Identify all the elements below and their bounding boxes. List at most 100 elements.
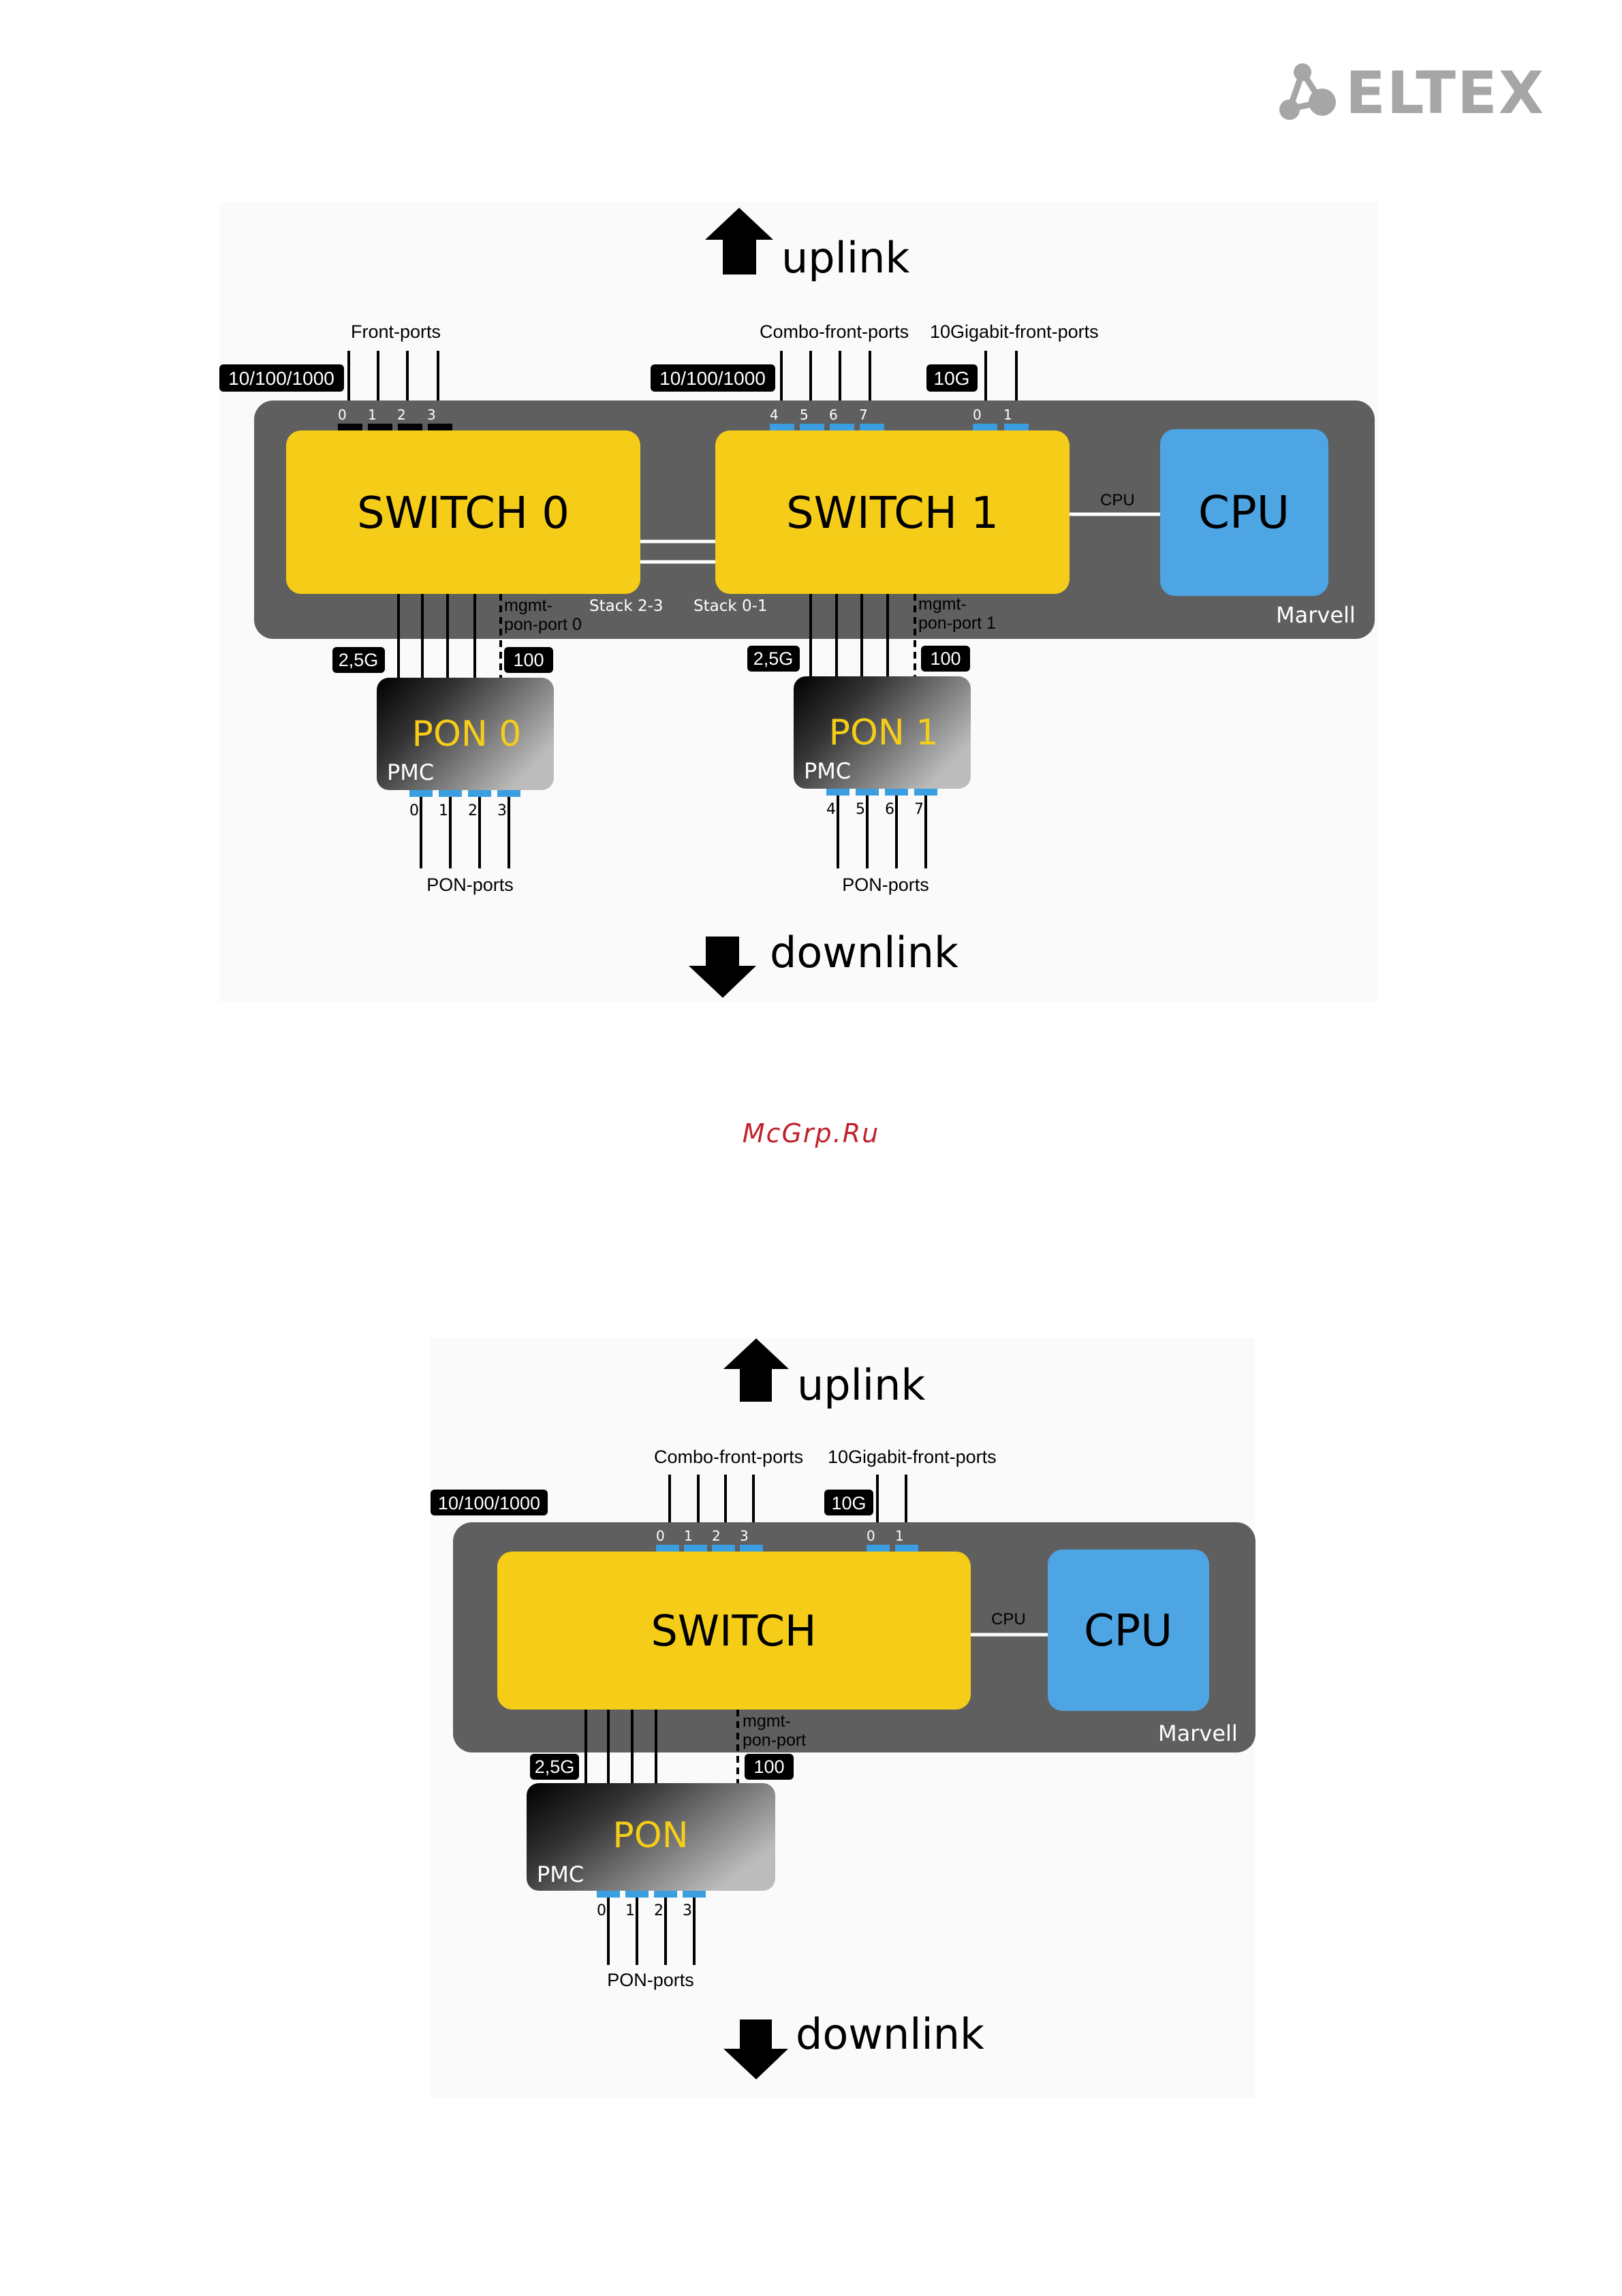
switch-1-pon-leads xyxy=(809,594,916,681)
pon-speed-badge: 2,5G xyxy=(530,1754,579,1780)
switch-0-pon-leads xyxy=(397,594,502,681)
pon-mgmt-speed-text: 100 xyxy=(753,1757,784,1777)
pon-1-port-num: 5 xyxy=(856,801,865,818)
combo-port-num: 0 xyxy=(656,1528,665,1544)
downlink-arrow-icon xyxy=(689,937,756,998)
uplink-label: uplink xyxy=(797,1360,925,1410)
tengig-port-num: 1 xyxy=(1003,407,1012,423)
switch-1-block xyxy=(715,430,1070,594)
cpu-label: CPU xyxy=(1084,1606,1172,1656)
diagram-single-switch: uplink Combo-front-ports 10Gigabit-front… xyxy=(431,1338,1256,2098)
pon-1-mgmt-speed-badge: 100 xyxy=(921,646,970,672)
combo-port-num: 6 xyxy=(829,407,838,423)
pon-0-mgmt-speed-badge: 100 xyxy=(504,647,553,673)
mgmt-pon-port-label: pon-port xyxy=(743,1731,806,1750)
pon-1-speed-text: 2,5G xyxy=(753,648,794,669)
stack-2-3-label: Stack 2-3 xyxy=(589,597,664,615)
switch-label: SWITCH xyxy=(651,1606,816,1656)
pon-0-speed-badge: 2,5G xyxy=(332,647,385,673)
pon-ports-0-label: PON-ports xyxy=(426,875,514,895)
tengig-port-num: 0 xyxy=(867,1528,875,1544)
combo-port-num: 2 xyxy=(712,1528,721,1544)
pon-port-num: 3 xyxy=(683,1902,692,1919)
downlink-label: downlink xyxy=(796,2009,984,2059)
pon-label: PON xyxy=(612,1815,688,1856)
pon-port-leads xyxy=(607,1898,696,1965)
eltex-logo: ELTEX xyxy=(1279,59,1545,127)
pon-module xyxy=(527,1783,775,1891)
pon-0-speed-text: 2,5G xyxy=(339,650,379,670)
pon-1-pmc-label: PMC xyxy=(804,758,851,784)
front-port-pads xyxy=(338,424,452,430)
marvell-label: Marvell xyxy=(1276,602,1356,628)
combo-port-pads xyxy=(770,424,1029,430)
tengig-front-ports-label: 10Gigabit-front-ports xyxy=(828,1447,997,1467)
switch-pon-leads xyxy=(584,1710,739,1795)
tengig-port-num: 1 xyxy=(895,1528,904,1544)
mgmt-pon-port-0-label: mgmt- xyxy=(504,596,552,615)
combo-port-num: 5 xyxy=(800,407,809,423)
pon-1-speed-badge: 2,5G xyxy=(747,646,800,672)
combo-front-ports-label: Combo-front-ports xyxy=(760,321,909,342)
speed-badge-left: 10/100/1000 xyxy=(219,364,344,392)
combo-port-num: 4 xyxy=(770,407,779,423)
pon-1-port-num: 7 xyxy=(914,801,924,818)
speed-badge-10g-text: 10G xyxy=(934,368,970,389)
pon-port-pads xyxy=(409,789,937,797)
downlink-arrow-icon xyxy=(723,2019,788,2079)
front-ports-label: Front-ports xyxy=(351,321,441,342)
speed-badge-mid-text: 10/100/1000 xyxy=(659,368,766,389)
pon-port-num: 1 xyxy=(625,1902,635,1919)
pon-port-leads xyxy=(420,796,927,868)
switch-0-block xyxy=(286,430,640,594)
pon-1-port-num: 4 xyxy=(826,801,836,818)
pon-pmc-label: PMC xyxy=(537,1861,584,1887)
pon-port-num: 0 xyxy=(597,1902,606,1919)
speed-badge-left-text: 10/100/1000 xyxy=(438,1493,540,1513)
pon-1-port-num: 6 xyxy=(885,801,894,818)
switch-1-label: SWITCH 1 xyxy=(786,488,999,539)
cpu-block xyxy=(1048,1550,1209,1711)
pon-0-port-num: 1 xyxy=(439,802,448,819)
front-port-num: 3 xyxy=(427,407,436,423)
switch-0-label: SWITCH 0 xyxy=(357,488,570,539)
combo-port-num: 3 xyxy=(740,1528,749,1544)
speed-badge-left-text: 10/100/1000 xyxy=(228,368,334,389)
pon-1-module xyxy=(794,676,971,789)
pon-1-mgmt-speed-text: 100 xyxy=(930,648,961,669)
uplink-label: uplink xyxy=(781,233,909,283)
pon-0-port-num: 0 xyxy=(409,802,419,819)
pon-0-port-num: 2 xyxy=(468,802,478,819)
combo-port-num: 1 xyxy=(684,1528,693,1544)
front-port-num: 2 xyxy=(397,407,406,423)
mgmt-pon-port-1-label: mgmt- xyxy=(918,595,967,614)
speed-badge-left: 10/100/1000 xyxy=(431,1490,548,1515)
switch-block xyxy=(497,1552,971,1710)
pon-0-port-num: 3 xyxy=(497,802,507,819)
pon-mgmt-speed-badge: 100 xyxy=(745,1754,794,1780)
stack-0-1-label: Stack 0-1 xyxy=(693,597,768,615)
pon-ports-label: PON-ports xyxy=(607,1970,694,1990)
eltex-logo-text: ELTEX xyxy=(1345,59,1545,127)
pon-1-label: PON 1 xyxy=(829,712,939,753)
speed-badge-mid: 10/100/1000 xyxy=(651,364,775,392)
uplink-arrow-icon xyxy=(705,208,773,274)
stack-links xyxy=(640,539,715,564)
pon-ports-1-label: PON-ports xyxy=(842,875,929,895)
combo-port-num: 7 xyxy=(859,407,868,423)
uplink-arrow-icon xyxy=(723,1338,789,1402)
watermark-text: McGrp.Ru xyxy=(742,1118,880,1148)
speed-badge-10g: 10G xyxy=(824,1490,873,1515)
pon-0-mgmt-speed-text: 100 xyxy=(513,650,544,670)
pon-port-pads xyxy=(597,1891,706,1898)
speed-badge-10g-text: 10G xyxy=(831,1493,866,1513)
tengig-port-num: 0 xyxy=(973,407,982,423)
pon-0-pmc-label: PMC xyxy=(387,759,434,785)
pon-0-module xyxy=(377,678,554,790)
pon-0-label: PON 0 xyxy=(412,714,522,755)
front-port-num: 1 xyxy=(368,407,377,423)
pon-speed-text: 2,5G xyxy=(535,1757,575,1777)
eltex-logo-icon xyxy=(1279,63,1336,120)
cpu-link-label: CPU xyxy=(991,1610,1026,1629)
cpu-block xyxy=(1160,429,1328,596)
